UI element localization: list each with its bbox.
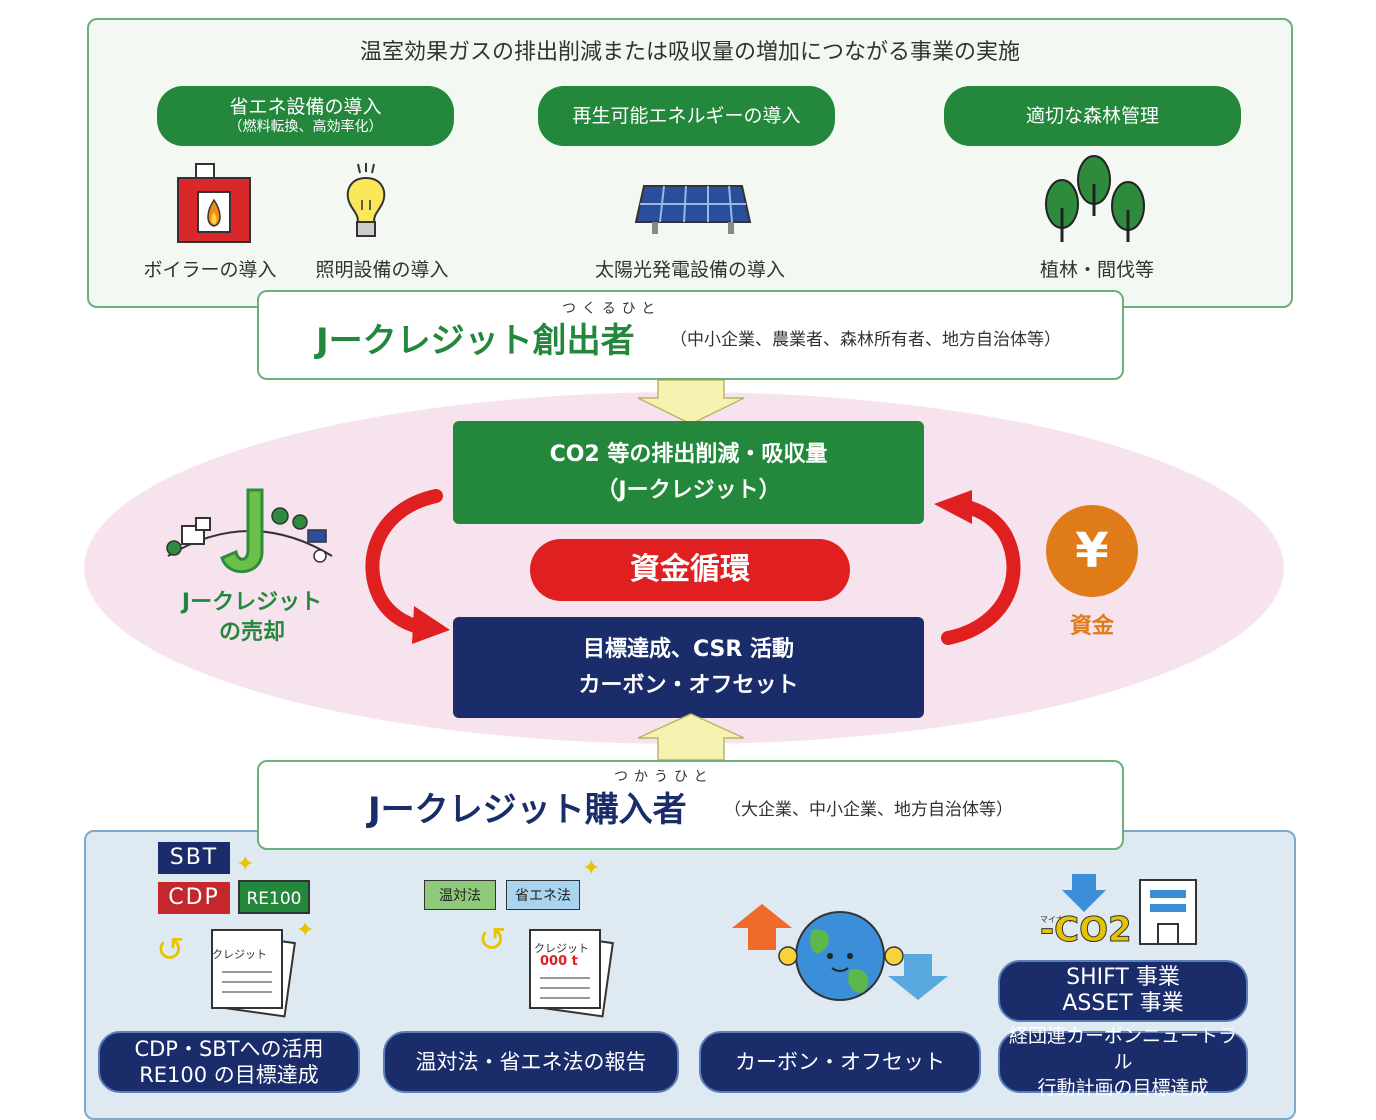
trees-icon bbox=[1045, 155, 1145, 242]
category-energy-saving: 省エネ設備の導入 （燃料転換、高効率化） bbox=[157, 86, 454, 146]
bottom-item-offset-line1: カーボン・オフセット bbox=[735, 1050, 945, 1074]
sparkle-icon: ✦ bbox=[582, 856, 601, 881]
shift-line: SHIFT 事業 bbox=[1066, 965, 1180, 990]
sparkle-icon: ✦ bbox=[296, 918, 315, 943]
example-forest: 植林・間伐等 bbox=[1039, 259, 1154, 281]
bottom-item-cdp-sbt-line2: RE100 の目標達成 bbox=[139, 1063, 319, 1087]
right-cycle-arrow-icon bbox=[934, 490, 1021, 645]
goal-line2: カーボン・オフセット bbox=[578, 672, 799, 698]
category-forest-label: 適切な森林管理 bbox=[1025, 105, 1159, 127]
report-document-icon bbox=[529, 929, 614, 1018]
credit-line1: CO2 等の排出削減・吸収量 bbox=[549, 441, 828, 467]
re100-tag: RE100 bbox=[238, 880, 310, 914]
curved-arrow-icon: ↺ bbox=[156, 930, 185, 970]
sell-label: Jークレジット の売却 bbox=[152, 588, 352, 648]
curved-arrow-icon: ↺ bbox=[478, 920, 507, 960]
minus-co2-text: -CO2 bbox=[1040, 910, 1133, 951]
up-arrow-icon bbox=[637, 713, 745, 761]
bottom-item-cdp-sbt-line1: CDP・SBTへの活用 bbox=[134, 1037, 324, 1061]
boiler-icon bbox=[177, 163, 251, 243]
yen-coin-icon: ¥ bbox=[1046, 505, 1138, 597]
shoenehou-tag: 省エネ法 bbox=[506, 880, 580, 910]
bottom-item-keidanren-line1: 経団連カーボンニュートラル bbox=[1008, 1025, 1237, 1073]
buyer-subtitle: （大企業、中小企業、地方自治体等） bbox=[724, 800, 1013, 820]
sell-label-line2: の売却 bbox=[218, 620, 285, 645]
example-lighting: 照明設備の導入 bbox=[315, 259, 449, 281]
document-label: クレジット bbox=[212, 948, 267, 961]
sparkle-icon: ✦ bbox=[236, 852, 255, 877]
credit-line2: （Jークレジット） bbox=[596, 477, 781, 503]
example-boiler: ボイラーの導入 bbox=[143, 259, 277, 281]
asset-line: ASSET 事業 bbox=[1062, 991, 1184, 1016]
category-energy-saving-label: 省エネ設備の導入 bbox=[229, 96, 382, 118]
category-energy-saving-sub: （燃料転換、高効率化） bbox=[228, 119, 383, 135]
goal-box: 目標達成、CSR 活動 カーボン・オフセット bbox=[453, 617, 924, 718]
category-forest: 適切な森林管理 bbox=[944, 86, 1241, 146]
down-arrow-icon bbox=[637, 380, 745, 425]
funds-label: 資金 bbox=[1069, 614, 1114, 639]
ontaiho-tag: 温対法 bbox=[424, 880, 496, 910]
buyer-title: Jークレジット購入者 bbox=[368, 790, 687, 830]
creator-box bbox=[257, 290, 1124, 380]
left-cycle-arrow-icon bbox=[365, 489, 450, 644]
light-bulb-icon bbox=[346, 163, 386, 237]
sbt-tag: SBT bbox=[158, 842, 230, 874]
goal-line1: 目標達成、CSR 活動 bbox=[583, 636, 794, 662]
sell-label-line1: Jークレジット bbox=[181, 590, 323, 615]
credit-document-icon bbox=[211, 929, 296, 1018]
shift-asset-box: SHIFT 事業 ASSET 事業 bbox=[998, 960, 1248, 1022]
creator-ruby: つくるひと bbox=[562, 301, 662, 317]
building-icon bbox=[1139, 879, 1197, 945]
bottom-item-cdp-sbt: CDP・SBTへの活用 RE100 の目標達成 bbox=[98, 1031, 360, 1093]
credit-box: CO2 等の排出削減・吸収量 （Jークレジット） bbox=[453, 421, 924, 524]
solar-panel-icon bbox=[634, 185, 752, 234]
buyer-box bbox=[257, 760, 1124, 850]
document-label: クレジット bbox=[534, 942, 589, 955]
category-renewable: 再生可能エネルギーの導入 bbox=[538, 86, 835, 146]
document-amount: 000 t bbox=[540, 954, 578, 969]
buyer-ruby: つかうひと bbox=[614, 769, 714, 785]
bottom-item-keidanren-line2: 行動計画の目標達成 bbox=[1037, 1077, 1209, 1099]
down-arrow-icon bbox=[1062, 874, 1106, 912]
j-credit-logo-icon bbox=[166, 488, 333, 574]
top-title: 温室効果ガスの排出削減または吸収量の増加につながる事業の実施 bbox=[359, 40, 1020, 65]
cycle-pill: 資金循環 bbox=[530, 539, 850, 601]
earth-icon bbox=[732, 904, 948, 1001]
bottom-item-reporting-line1: 温対法・省エネ法の報告 bbox=[415, 1050, 647, 1074]
cdp-tag: CDP bbox=[158, 882, 230, 914]
minus-label: マイナス bbox=[1040, 915, 1072, 924]
creator-subtitle: （中小企業、農業者、森林所有者、地方自治体等） bbox=[670, 330, 1061, 350]
category-renewable-label: 再生可能エネルギーの導入 bbox=[572, 105, 801, 127]
bottom-item-reporting: 温対法・省エネ法の報告 bbox=[383, 1031, 679, 1093]
creator-title: Jークレジット創出者 bbox=[316, 321, 635, 361]
bottom-item-keidanren: 経団連カーボンニュートラル 行動計画の目標達成 bbox=[998, 1025, 1248, 1099]
bottom-item-offset: カーボン・オフセット bbox=[699, 1031, 981, 1093]
example-solar: 太陽光発電設備の導入 bbox=[594, 259, 785, 281]
